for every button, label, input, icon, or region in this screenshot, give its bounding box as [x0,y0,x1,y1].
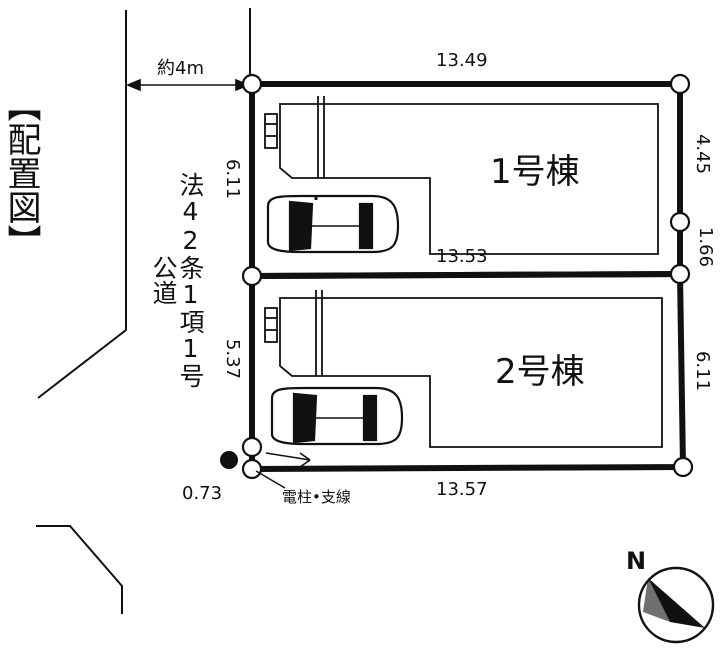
road-classification-label: 法42条1項1号 [176,172,205,388]
road-type-label: 公道 [149,255,178,305]
utility-pole-marker [220,451,238,469]
boundary-point-e-mid [669,211,691,233]
boundary-point-w-split [241,265,263,287]
boundary-point-sw-upper [241,436,263,458]
dimension-middle: 13.53 [436,246,488,267]
dimension-right-upper: 4.45 [692,133,714,175]
north-compass-icon [637,566,715,644]
boundary-point-nw [241,73,263,95]
building-1-footprint [264,96,659,255]
road-edge-lines [36,8,251,614]
car-icon [266,194,400,254]
dimension-top: 13.49 [436,50,488,71]
dimension-left-upper: 6.11 [222,158,244,200]
boundary-point-e-split [669,263,691,285]
compass-north-label: N [626,547,647,575]
road-width-dimension [125,78,251,92]
building-2-footprint [264,290,663,448]
dimension-bottom: 13.57 [436,479,488,500]
page-title: 【配置図】 [1,88,41,258]
utility-pole-guy-wire [265,452,311,468]
road-width-label: 約4m [157,58,204,79]
dimension-right-middle: 1.66 [695,226,717,268]
road-edge-west [37,10,127,399]
car-icon [270,386,404,446]
boundary-point-sw [241,458,263,480]
utility-pole-leader [255,470,286,489]
dimension-right-lower: 6.11 [692,350,714,392]
boundary-point-se [672,456,694,478]
building-1-label: 1号棟 [490,152,580,192]
boundary-points [241,73,694,480]
dimension-left-lower: 5.37 [222,338,244,380]
dimension-corner: 0.73 [182,483,223,504]
boundary-point-ne [669,73,691,95]
road-edge-south [36,525,123,614]
utility-pole-label: 電柱•支線 [282,488,351,506]
building-2-label: 2号棟 [495,352,585,392]
